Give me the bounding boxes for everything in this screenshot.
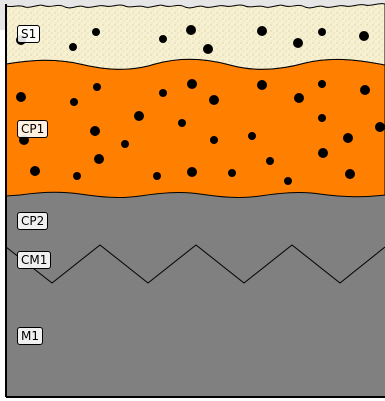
pebble (228, 169, 236, 177)
layer-label-m1: M1 (17, 327, 43, 345)
pebble (318, 148, 328, 158)
pebble (153, 172, 161, 180)
pebble (209, 95, 219, 105)
pebble (359, 31, 369, 41)
pebble (187, 167, 197, 177)
pebble (318, 80, 326, 88)
pebble (375, 122, 385, 132)
layer-label-cp1: CP1 (17, 120, 48, 138)
pebble (284, 177, 292, 185)
pebble (90, 126, 100, 136)
pebble (203, 44, 213, 54)
pebble (293, 38, 303, 48)
layer-label-cm1: CM1 (17, 251, 51, 269)
layer-label-s1: S1 (17, 25, 40, 43)
pebble (186, 25, 196, 35)
pebble (187, 79, 197, 89)
pebble (70, 98, 78, 106)
layer-s1 (6, 4, 385, 70)
layer-cp2 (6, 190, 385, 245)
pebble (345, 169, 355, 179)
pebble (210, 136, 218, 144)
pebble (30, 166, 40, 176)
layer-cp1 (6, 59, 385, 197)
pebble (343, 133, 353, 143)
pebble (318, 28, 326, 36)
layer-label-cp2: CP2 (17, 212, 48, 230)
pebble (121, 140, 129, 148)
pebble (266, 157, 274, 165)
pebble (248, 132, 256, 140)
pebble (159, 89, 167, 97)
pebble (94, 154, 104, 164)
pebble (16, 92, 26, 102)
pebble (257, 80, 267, 90)
pebble (257, 26, 267, 36)
pebble (159, 35, 167, 43)
pebble (69, 43, 77, 51)
pebble (318, 114, 326, 122)
pebble (134, 111, 144, 121)
pebble (93, 83, 101, 91)
pebble (294, 93, 304, 103)
pebble (92, 28, 100, 36)
pebble (73, 172, 81, 180)
pebble (178, 119, 186, 127)
pebble (360, 85, 370, 95)
